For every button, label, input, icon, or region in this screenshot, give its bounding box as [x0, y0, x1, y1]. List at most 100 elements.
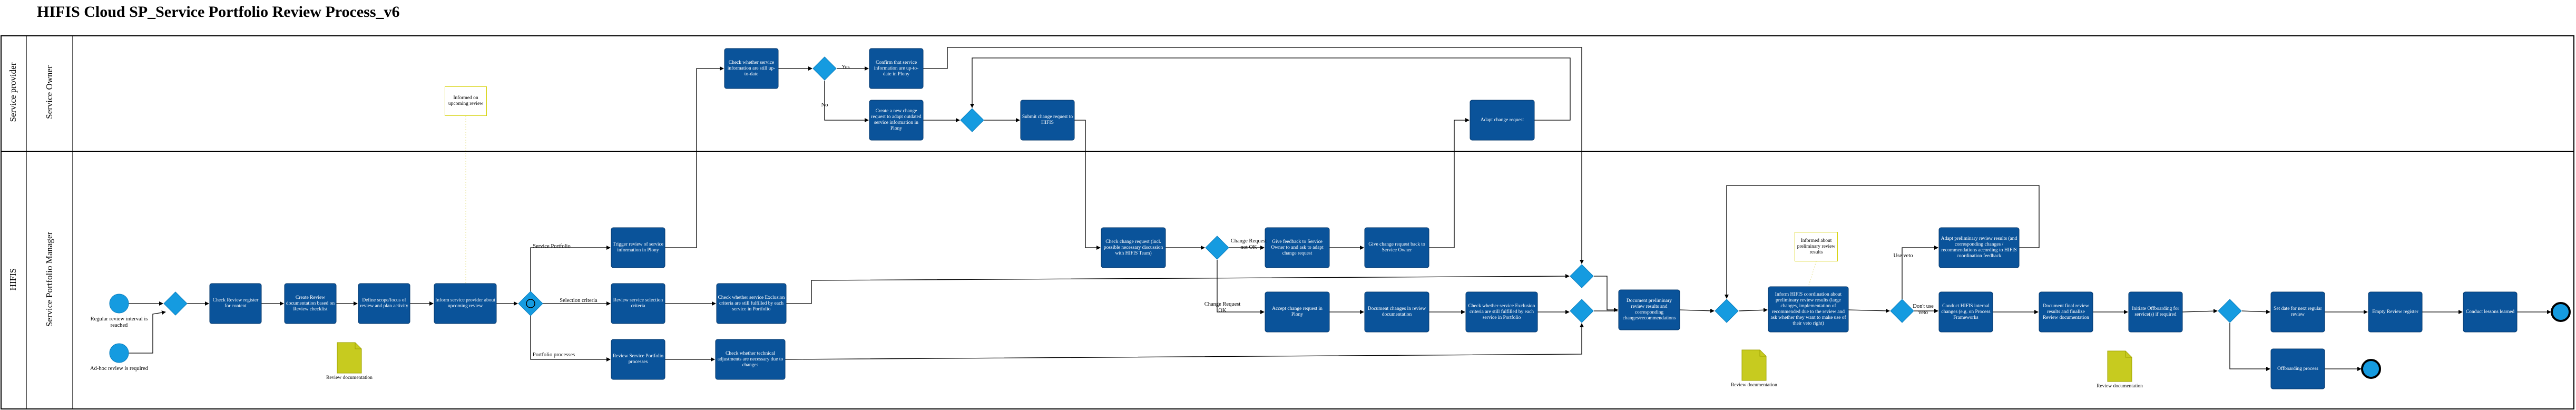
note-informed-review: Informed on upcoming review	[445, 86, 487, 116]
task-label-document-preliminary: Document preliminary review results and …	[1622, 298, 1676, 321]
lane-label-service-owner: Service Owner	[44, 65, 54, 119]
edge-label-change-ok: Change Request OK	[1204, 301, 1241, 314]
task-label-submit-change-request: Submit change request to HIFIS	[1022, 114, 1073, 125]
task-label-check-exclusion-criteria2: Check whether service Exclusion criteria…	[1468, 303, 1535, 320]
flow-final-to-preliminary	[1594, 276, 1618, 312]
task-label-review-portfolio-processes: Review Service Portfolio processes	[612, 354, 664, 365]
edge-label-no: No	[821, 102, 828, 108]
gateway-inclusive-marker	[526, 299, 535, 308]
task-document-changes	[1364, 291, 1429, 333]
gateway-parallel-split	[518, 291, 543, 316]
start-event-regular	[109, 294, 129, 314]
task-check-change-request	[1101, 227, 1166, 268]
sequence-flows	[129, 47, 2551, 371]
task-label-define-scope: Define scope/focus of review and plan ac…	[360, 298, 408, 309]
flow-gw-ok-accept	[1217, 260, 1265, 314]
task-label-accept-change-request: Accept change request in Plony	[1272, 306, 1323, 317]
end-event-main	[2551, 302, 2571, 322]
start-event-adhoc	[109, 343, 129, 363]
task-check-process-adjust	[715, 339, 786, 380]
task-label-empty-register: Empty Review register	[2372, 309, 2418, 315]
task-review-portfolio-processes	[611, 339, 665, 380]
data-object-review-doc-3-label: Review documentation	[2097, 384, 2143, 389]
pool-label-hifis: HIFIS	[8, 268, 18, 291]
task-label-confirm-uptodate: Confirm that service information are up-…	[874, 60, 919, 77]
task-label-conduct-changes: Conduct HIFIS internal changes (e.g. on …	[1941, 303, 1991, 320]
task-trigger-review	[611, 227, 665, 268]
task-document-preliminary	[1618, 289, 1680, 330]
task-conduct-feedback	[2463, 291, 2518, 333]
edge-label-selection-criteria: Selection criteria	[560, 298, 598, 304]
edge-label-change-not-ok: Change Request not OK	[1230, 238, 1267, 250]
gateway-final-merge	[1570, 264, 1594, 288]
task-submit-change-request	[1020, 100, 1075, 141]
flow-split-to-trigger	[530, 246, 611, 291]
gateway-veto	[1890, 299, 1914, 323]
task-label-offboarding-process: Offboarding process	[2277, 366, 2318, 372]
start-label-regular: Regular review interval is reached	[90, 316, 148, 328]
edge-label-portfolio-processes: Portfolio processes	[532, 352, 575, 358]
flow-adapt-back-coord	[1725, 185, 2040, 299]
lane-label-portfolio-manager: Service Portfolio Manager	[44, 231, 54, 327]
flow-veto-use-adapt	[1902, 246, 1938, 299]
task-label-check-change-request: Check change request (incl. possible nec…	[1103, 239, 1163, 256]
data-object-review-doc-2	[1741, 349, 1767, 381]
data-object-review-doc-3-fold	[2125, 351, 2132, 358]
end-event-offboarding	[2361, 359, 2381, 379]
task-check-exclusion	[716, 283, 787, 324]
task-check-review-register	[209, 283, 262, 324]
diagram-title: HIFIS Cloud SP_Service Portfolio Review …	[37, 3, 400, 21]
gateway-info-uptodate	[812, 56, 837, 81]
task-define-scope	[358, 283, 410, 324]
task-label-initiate-offboarding: Initiate Offboarding for service(s) if r…	[2132, 306, 2179, 317]
task-label-review-selection-criteria: Review service selection criteria	[613, 298, 663, 309]
flow-gw-to-set-date	[2241, 309, 2270, 314]
task-label-document-changes: Document changes in review documentation	[1367, 306, 1426, 317]
flow-adhoc-to-gw	[129, 310, 166, 354]
gateway-change-ok	[1205, 236, 1229, 260]
edge-label-service-portfolio: Service Portfolio	[533, 243, 571, 249]
task-label-create-review-doc: Create Review documentation based on Rev…	[286, 295, 335, 312]
flow-shapes	[109, 48, 2571, 389]
edge-label-yes: Yes	[841, 64, 850, 70]
task-adapt-preliminary	[1938, 227, 2020, 268]
task-label-trigger-review: Trigger review of service information in…	[613, 242, 663, 253]
flow-gw-to-offboarding-process	[2229, 323, 2270, 371]
flow-trigger-to-check-info	[665, 66, 724, 248]
task-set-date-next	[2270, 291, 2325, 333]
task-confirm-uptodate	[869, 48, 924, 89]
task-conduct-changes	[1938, 291, 1993, 333]
flow-gw-no-create	[824, 81, 869, 122]
task-empty-register	[2368, 291, 2423, 333]
task-label-adapt-preliminary: Adapt preliminary review results (and co…	[1941, 236, 2017, 259]
data-object-review-doc-1-label: Review documentation	[326, 375, 373, 380]
pool-frames	[1, 35, 2574, 409]
flow-preliminary-to-coord-gw	[1679, 308, 1715, 313]
gateway-change-merge	[960, 108, 984, 132]
task-check-info-uptodate	[724, 48, 779, 89]
flow-exclusion-to-final	[786, 274, 1570, 304]
flow-coord-gw-to-inform	[1738, 308, 1768, 313]
task-adapt-change-request	[1470, 100, 1535, 141]
task-label-check-process-adjust: Check whether technical adjustments are …	[717, 350, 783, 368]
task-label-check-review-register: Check Review register for content	[212, 298, 259, 309]
pool-label-service-provider: Service provider	[8, 62, 18, 122]
task-create-change-request	[869, 100, 924, 141]
note-informed-results: Informed about preliminary review result…	[1795, 232, 1838, 261]
task-label-check-exclusion: Check whether service Exclusion criteria…	[718, 295, 785, 312]
association-note-results	[1808, 261, 1817, 287]
gateway-coordination	[1715, 299, 1739, 323]
start-label-adhoc: Ad-hoc review is required	[90, 366, 148, 372]
flow-split-to-processes	[530, 316, 611, 362]
task-initiate-offboarding	[2128, 291, 2183, 333]
edge-label-dont-use-veto: Don't use veto	[1913, 304, 1934, 316]
flow-give-back-to-adapt	[1429, 118, 1470, 248]
task-create-review-doc	[284, 283, 337, 324]
task-review-selection-criteria	[611, 283, 665, 324]
task-inform-providers	[434, 283, 497, 324]
task-label-give-feedback-provider: Give feedback to Service Owner to and as…	[1271, 239, 1324, 256]
data-object-review-doc-2-label: Review documentation	[1731, 383, 1777, 388]
flow-inform-to-veto	[1848, 308, 1890, 313]
flow-offboard-to-gw	[2182, 309, 2218, 314]
